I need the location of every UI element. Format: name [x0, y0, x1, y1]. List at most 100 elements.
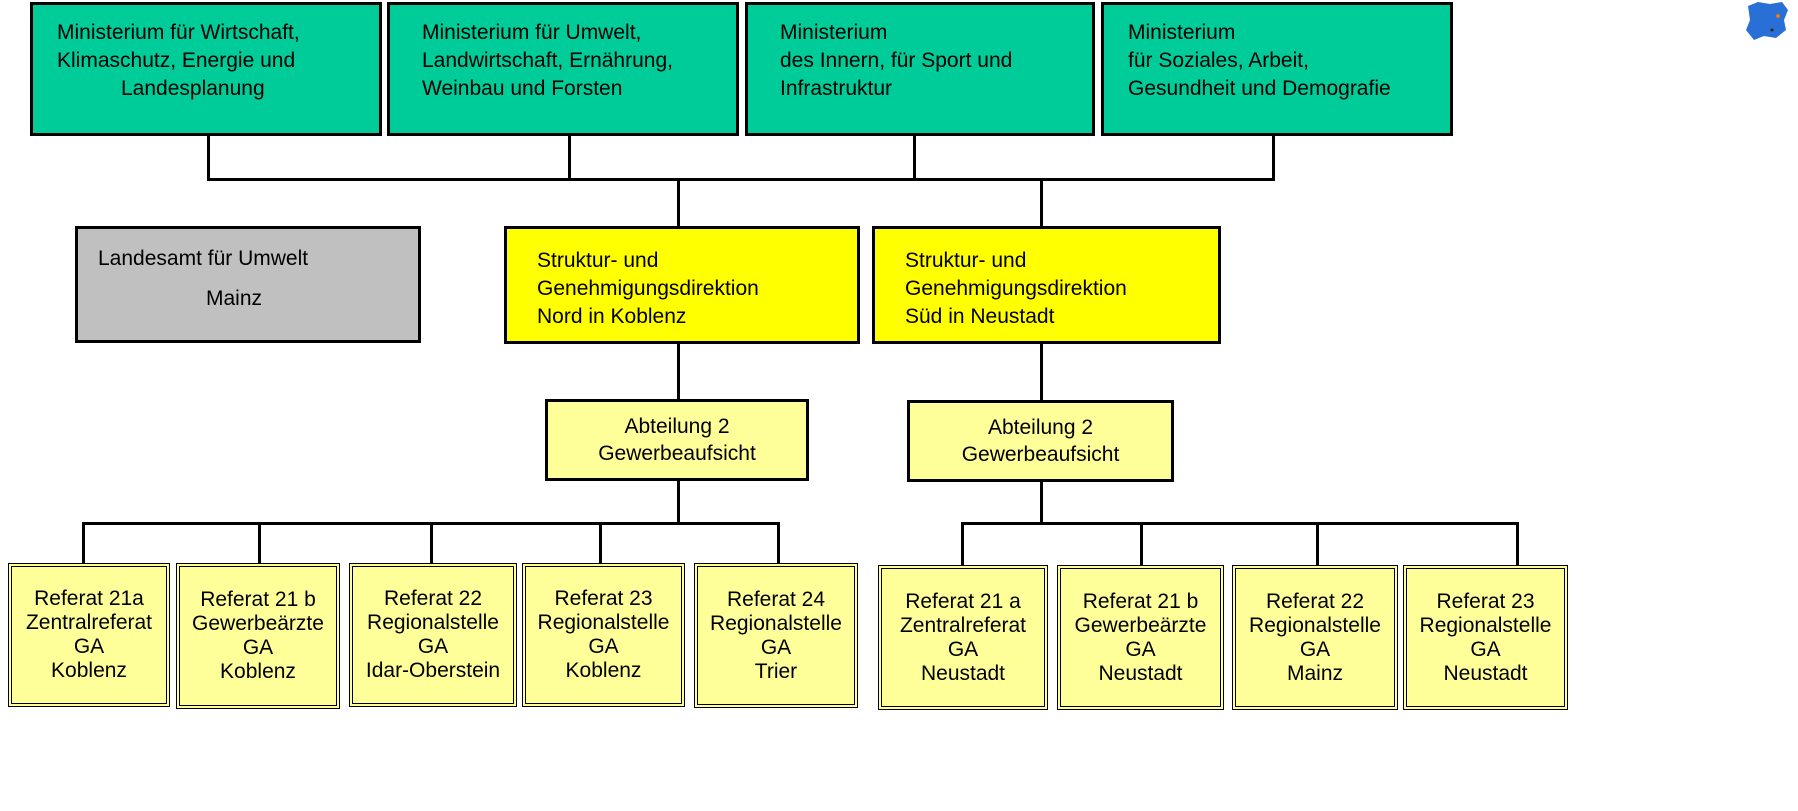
referat-line: Regionalstelle [1419, 613, 1552, 637]
referat-line: Regionalstelle [537, 611, 670, 634]
referat-line: GA [1299, 637, 1331, 661]
connector [777, 522, 780, 565]
connector [677, 343, 680, 400]
ministry-line: Ministerium [780, 21, 888, 44]
ministry-line: Ministerium [1128, 21, 1236, 44]
landesamt-name: Landesamt für Umwelt [98, 247, 309, 270]
referat-box: Referat 23 Regionalstelle GA Koblenz [522, 563, 685, 707]
ministry-line: des Innern, für Sport und [780, 49, 1013, 72]
referat-line: Referat 24 [726, 587, 826, 611]
referat-line: Neustadt [920, 661, 1006, 685]
sgd-line: Struktur- und [537, 249, 659, 272]
connector [430, 522, 433, 565]
referat-box: Referat 21 b Gewerbeärzte GA Neustadt [1057, 565, 1224, 710]
sgd-line: Struktur- und [905, 249, 1027, 272]
referat-line: Referat 23 [554, 587, 653, 610]
connector [599, 522, 602, 565]
landesamt-box: Landesamt für Umwelt Mainz [75, 226, 421, 343]
referat-box: Referat 22 Regionalstelle GA Mainz [1232, 565, 1398, 710]
referat-line: Gewerbeärzte [192, 612, 324, 635]
ministry-line: für Soziales, Arbeit, [1128, 49, 1309, 72]
referat-line: GA [242, 636, 274, 659]
referat-line: Referat 23 [1436, 589, 1535, 613]
referat-line: Koblenz [565, 659, 642, 682]
referat-line: GA [73, 635, 105, 658]
referat-line: Zentralreferat [899, 613, 1027, 637]
connector [1140, 522, 1143, 567]
landesamt-city: Mainz [206, 287, 263, 310]
referat-line: Regionalstelle [710, 611, 842, 635]
referat-line: Trier [754, 659, 798, 683]
referat-line: Gewerbeärzte [1074, 613, 1207, 637]
abteilung-line: Abteilung 2 [624, 415, 730, 438]
ministry-line: Landesplanung [121, 77, 265, 100]
abteilung-line: Abteilung 2 [987, 416, 1094, 439]
connector [677, 178, 680, 228]
referat-line: Neustadt [1098, 661, 1183, 685]
ministry-line: Infrastruktur [780, 77, 893, 100]
ministry-line: Ministerium für Umwelt, [422, 21, 642, 44]
connector [1040, 178, 1043, 228]
ministry-box: Ministerium für Soziales, Arbeit, Gesund… [1101, 2, 1453, 136]
referat-line: Referat 22 [383, 587, 483, 610]
referat-line: GA [588, 635, 619, 658]
map-icon [1746, 2, 1788, 40]
connector [258, 522, 261, 565]
sgd-line: Nord in Koblenz [537, 305, 687, 328]
sgd-nord-box: Struktur- und Genehmigungsdirektion Nord… [504, 226, 860, 344]
referat-line: Koblenz [51, 659, 127, 682]
referat-line: GA [1470, 637, 1501, 661]
sgd-line: Süd in Neustadt [905, 305, 1055, 328]
abteilung-nord-box: Abteilung 2 Gewerbeaufsicht [545, 399, 809, 481]
referat-line: Regionalstelle [1249, 613, 1381, 637]
ministry-box: Ministerium des Innern, für Sport und In… [745, 2, 1095, 136]
connector [1040, 343, 1043, 400]
referat-line: Mainz [1286, 661, 1344, 685]
referat-line: GA [760, 635, 792, 659]
sgd-line: Genehmigungsdirektion [905, 277, 1127, 300]
ministry-line: Klimaschutz, Energie und [57, 49, 296, 72]
referat-box: Referat 21 a Zentralreferat GA Neustadt [878, 565, 1048, 710]
referat-line: Neustadt [1443, 661, 1528, 685]
ministry-line: Gesundheit und Demografie [1128, 77, 1391, 100]
referat-line: Referat 21 b [200, 588, 316, 611]
sgd-sued-box: Struktur- und Genehmigungsdirektion Süd … [872, 226, 1221, 344]
connector [1040, 480, 1043, 525]
connector [207, 178, 1275, 181]
connector [1272, 135, 1275, 180]
connector [568, 135, 571, 180]
abteilung-line: Gewerbeaufsicht [598, 442, 756, 465]
referat-line: GA [1125, 637, 1156, 661]
ministry-line: Landwirtschaft, Ernährung, [422, 49, 673, 72]
referat-line: Referat 21 a [905, 589, 1021, 613]
ministry-line: Ministerium für Wirtschaft, [57, 21, 300, 44]
referat-line: Zentralreferat [25, 611, 153, 634]
connector [1316, 522, 1319, 567]
referat-line: Regionalstelle [367, 611, 499, 634]
connector [913, 135, 916, 180]
referat-line: Referat 21a [34, 587, 144, 610]
ministry-box: Ministerium für Umwelt, Landwirtschaft, … [387, 2, 739, 136]
connector [207, 135, 210, 180]
referat-box: Referat 21a Zentralreferat GA Koblenz [8, 563, 170, 707]
abteilung-line: Gewerbeaufsicht [961, 443, 1120, 466]
connector [1516, 522, 1519, 567]
referat-box: Referat 23 Regionalstelle GA Neustadt [1403, 565, 1568, 710]
referat-line: GA [417, 635, 449, 658]
referat-box: Referat 24 Regionalstelle GA Trier [694, 563, 858, 708]
connector [961, 522, 1519, 525]
ministry-line: Weinbau und Forsten [422, 77, 623, 100]
abteilung-sued-box: Abteilung 2 Gewerbeaufsicht [907, 400, 1174, 482]
connector [677, 480, 680, 525]
referat-line: Koblenz [220, 660, 296, 683]
referat-box: Referat 21 b Gewerbeärzte GA Koblenz [176, 563, 340, 709]
referat-line: GA [947, 637, 979, 661]
referat-line: Referat 22 [1265, 589, 1365, 613]
ministry-box: Ministerium für Wirtschaft, Klimaschutz,… [30, 2, 382, 136]
connector [82, 522, 85, 565]
connector [961, 522, 964, 567]
referat-box: Referat 22 Regionalstelle GA Idar-Oberst… [349, 563, 517, 707]
referat-line: Idar-Oberstein [365, 659, 501, 682]
referat-line: Referat 21 b [1082, 589, 1199, 613]
